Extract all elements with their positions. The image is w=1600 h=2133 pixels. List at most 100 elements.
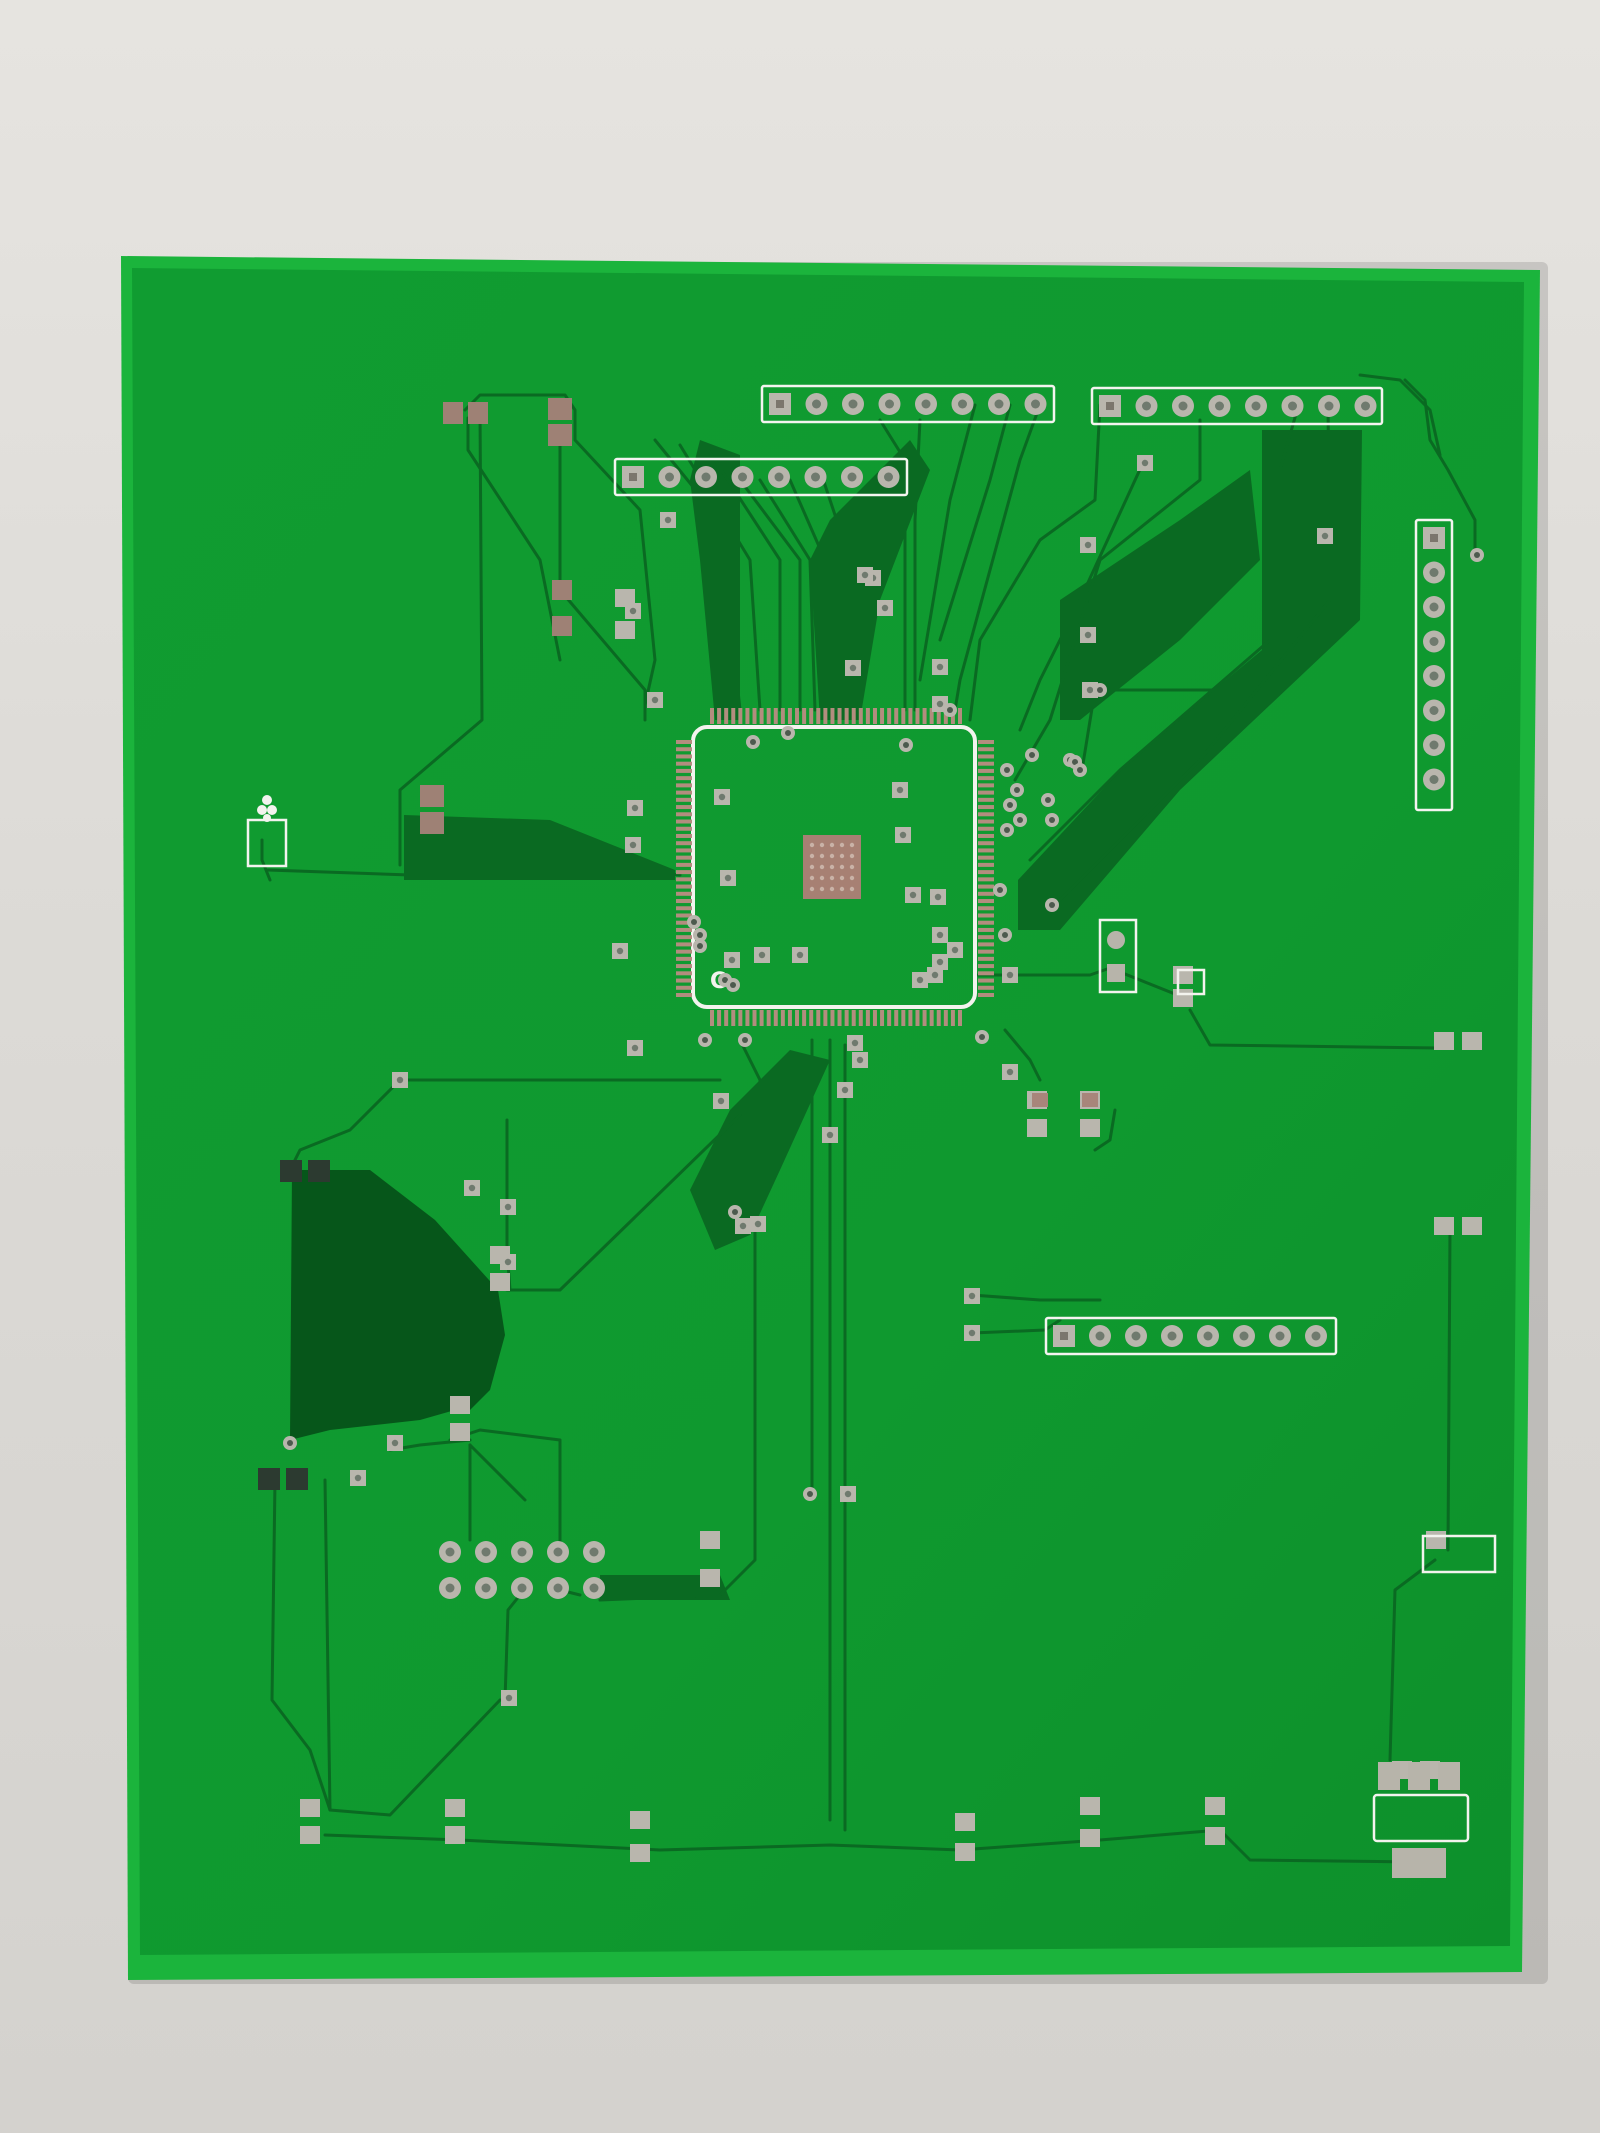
smd-pad — [700, 1531, 720, 1549]
header-pin-hole — [1311, 1331, 1321, 1341]
qfp-pin — [978, 740, 994, 744]
qfp-pin — [676, 899, 692, 904]
thermal-via — [809, 864, 815, 870]
via-hole — [936, 700, 944, 708]
via-hole — [1006, 971, 1014, 979]
via-hole — [287, 1440, 293, 1446]
via-hole — [1084, 631, 1092, 639]
via-hole — [651, 696, 659, 704]
smd-pad — [1080, 1797, 1100, 1815]
qfp-pin — [929, 708, 934, 724]
qfp-pin — [887, 1010, 892, 1026]
header-pin-hole — [589, 1547, 599, 1557]
smd-pad-copper — [1082, 1093, 1098, 1107]
via-hole — [1007, 802, 1013, 808]
smd-pad — [955, 1813, 975, 1831]
smd-pad — [1080, 1829, 1100, 1847]
via-hole — [851, 1039, 859, 1047]
qfp-pin — [851, 1010, 856, 1026]
via-hole — [629, 607, 637, 615]
via-hole — [1004, 827, 1010, 833]
header-pin-hole — [1178, 401, 1188, 411]
via-hole — [616, 947, 624, 955]
qfp-pin — [676, 877, 692, 882]
qfp-pin — [978, 826, 994, 831]
qfp-pin — [676, 790, 692, 795]
qfp-pin — [676, 884, 692, 889]
smd-pad — [300, 1799, 320, 1817]
via-hole — [909, 891, 917, 899]
header-pin-hole — [1215, 401, 1224, 411]
qfp-pin — [780, 708, 785, 724]
header-pin-hole — [1430, 534, 1438, 542]
qfp-pin — [978, 993, 994, 997]
header-pin-hole — [1031, 399, 1040, 409]
qfp-pin — [865, 708, 870, 724]
qfp-pin — [872, 708, 877, 724]
qfp-pin — [830, 708, 835, 724]
qfp-pin — [958, 1010, 962, 1026]
via-hole — [1141, 459, 1149, 467]
header-pin-hole — [589, 1583, 599, 1593]
qfp-pin — [978, 768, 994, 773]
header-pin-hole — [885, 399, 894, 409]
via-hole — [931, 971, 939, 979]
qfp-pin — [731, 708, 736, 724]
qfp-pin — [929, 1010, 934, 1026]
qfp-pin — [858, 708, 863, 724]
thermal-via — [849, 842, 855, 848]
qfp-pin — [676, 862, 692, 867]
via-hole — [722, 977, 728, 983]
via-hole — [916, 976, 924, 984]
via-hole — [896, 786, 904, 794]
header-pin-hole — [1429, 671, 1439, 681]
qfp-pin — [676, 949, 692, 954]
header-pin-hole — [958, 399, 967, 409]
smd-pad — [1173, 989, 1193, 1007]
header-pin-hole — [847, 472, 857, 482]
qfp-pin — [787, 708, 792, 724]
qfp-pin — [816, 1010, 821, 1026]
qfp-pin — [676, 776, 692, 781]
qfp-pin — [731, 1010, 736, 1026]
smd-pad — [615, 589, 635, 607]
qfp-pin — [802, 708, 807, 724]
qfp-pin — [915, 708, 920, 724]
via-hole — [728, 956, 736, 964]
header-pin-hole — [1095, 1331, 1105, 1341]
qfp-pin — [795, 708, 800, 724]
pin-header-middle-right — [1044, 1316, 1338, 1356]
qfp-pin — [978, 855, 994, 860]
via-hole — [1084, 541, 1092, 549]
two-pin-pad-right — [1107, 931, 1125, 982]
qfp-pin — [978, 935, 994, 940]
qfp-pin — [710, 1010, 714, 1026]
via-hole — [730, 982, 736, 988]
vias — [283, 455, 1484, 1706]
qfp-pin — [978, 949, 994, 954]
thermal-via — [819, 853, 825, 859]
qfp-pin — [676, 971, 692, 976]
smd-pad — [1462, 1032, 1482, 1050]
qfp-pin — [676, 833, 692, 838]
qfp-silkscreen-outline — [691, 725, 977, 1009]
header-pin-hole — [445, 1583, 455, 1593]
via-hole — [697, 943, 703, 949]
smd-pad — [1205, 1797, 1225, 1815]
thermal-via — [819, 875, 825, 881]
via-hole — [758, 951, 766, 959]
qfp-pins-left — [676, 740, 692, 997]
qfp-pin — [978, 927, 994, 932]
header-pin-hole — [884, 472, 893, 482]
via-hole — [881, 604, 889, 612]
qfp-pin — [978, 971, 994, 976]
qfp-pin — [676, 956, 692, 961]
qfp-pin — [676, 848, 692, 853]
via-hole — [754, 1220, 762, 1228]
via-hole — [968, 1292, 976, 1300]
via-hole — [1014, 787, 1020, 793]
qfp-pin — [773, 708, 778, 724]
via-hole — [979, 1034, 985, 1040]
qfp-pin — [676, 935, 692, 940]
qfp-pin — [787, 1010, 792, 1026]
